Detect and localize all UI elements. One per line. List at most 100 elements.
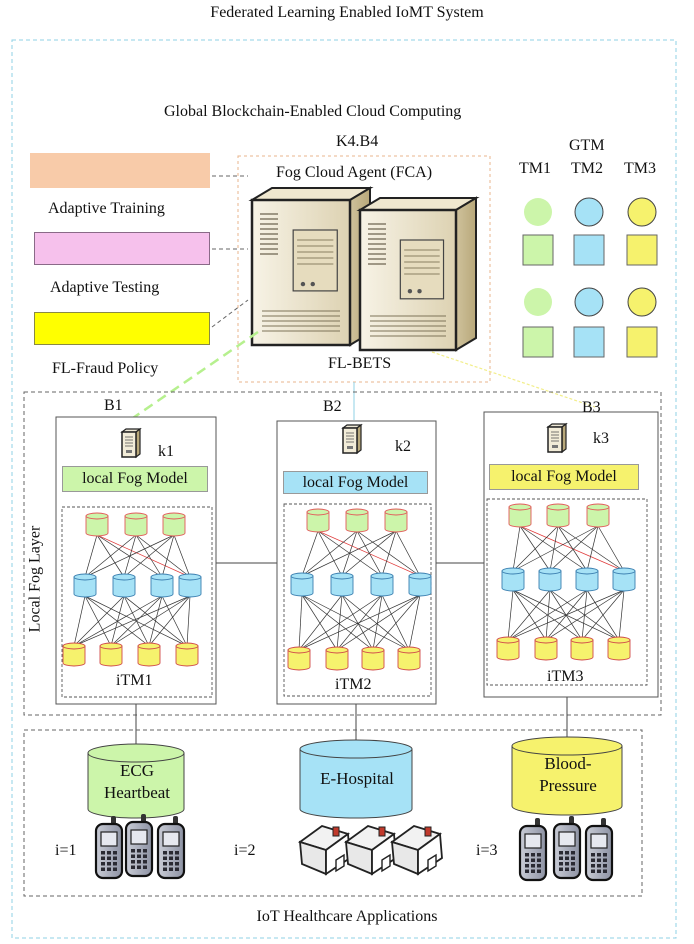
- nn-edge: [512, 525, 521, 572]
- gtm-circle-0-1: [574, 197, 604, 227]
- nn-edge: [301, 594, 338, 651]
- applications-title: IoT Healthcare Applications: [256, 908, 438, 925]
- nn-edge: [148, 595, 163, 647]
- neural-network-frame-2: [283, 503, 432, 697]
- nn-edge: [110, 595, 163, 647]
- local-fog-model-3: local Fog Model: [489, 464, 639, 490]
- nn-edge: [73, 595, 86, 647]
- local-fog-model-2: local Fog Model: [283, 471, 428, 494]
- gtm-circle-0-0: [524, 198, 552, 226]
- nn-edge: [618, 589, 625, 641]
- cloud-link-b3: [431, 351, 596, 408]
- key-label-k1: k1: [158, 443, 174, 460]
- nn-edge: [395, 530, 421, 577]
- key-label-k2: k2: [395, 438, 411, 455]
- nn-input-node: [546, 503, 570, 528]
- nn-edge: [519, 525, 625, 572]
- gtm-square-1-2: [626, 234, 658, 266]
- block-label-b2: B2: [323, 398, 342, 415]
- nn-output-node: [325, 646, 349, 671]
- mobile-phone-icon: [518, 818, 548, 882]
- nn-edge: [356, 530, 421, 577]
- nn-edge: [381, 530, 397, 577]
- nn-edge: [512, 525, 599, 572]
- fog-server-icon: [341, 423, 363, 455]
- app-db-1-line2: Heartbeat: [103, 783, 171, 802]
- app-db-1-line1: ECG: [120, 761, 154, 780]
- nn-edge: [597, 525, 625, 572]
- gtm-circle-2-1: [574, 287, 604, 317]
- nn-edge: [298, 594, 303, 651]
- nn-input-node: [85, 512, 109, 537]
- app-db-2-line1: E-Hospital: [320, 769, 394, 788]
- nn-edge: [317, 530, 383, 577]
- nn-edge: [372, 594, 383, 651]
- nn-edge: [84, 534, 137, 578]
- mobile-phone-icon: [156, 816, 186, 880]
- nn-edge: [161, 595, 188, 647]
- nn-edge: [581, 589, 625, 641]
- nn-hidden-node: [408, 572, 432, 597]
- network-label-itm2: iTM2: [335, 676, 372, 693]
- nn-edge: [372, 594, 421, 651]
- diagram-title: Federated Learning Enabled IoMT System: [210, 4, 484, 21]
- fog-server-icon: [120, 427, 142, 459]
- app-database-3: [511, 736, 623, 816]
- nn-output-node: [62, 642, 86, 667]
- nn-edge: [341, 530, 397, 577]
- app-database-1: [87, 743, 185, 819]
- nn-edge: [84, 534, 98, 578]
- gtm-col-tm1: TM1: [519, 160, 551, 177]
- mobile-phone-icon: [94, 816, 124, 880]
- nn-hidden-node: [370, 572, 394, 597]
- gtm-square-3-0: [522, 326, 554, 358]
- server-tower: [356, 196, 480, 352]
- nn-edge: [336, 594, 343, 651]
- nn-edge: [110, 595, 191, 647]
- nn-edge: [173, 534, 191, 578]
- key-label-k3: k3: [593, 430, 609, 447]
- nn-hidden-node: [575, 567, 599, 592]
- nn-edge: [84, 595, 150, 647]
- nn-hidden-node: [330, 572, 354, 597]
- nn-edge: [512, 589, 547, 641]
- nn-edge: [549, 525, 599, 572]
- app-index-2: i=2: [234, 842, 256, 859]
- nn-hidden-node: [178, 573, 202, 598]
- local-fog-model-1-label: local Fog Model: [82, 470, 188, 487]
- nn-edge: [381, 594, 410, 651]
- policy-connectors: [211, 175, 249, 328]
- nn-hidden-node: [290, 572, 314, 597]
- nn-hidden-node: [150, 573, 174, 598]
- nn-edge: [298, 594, 421, 651]
- nn-output-node: [607, 636, 631, 661]
- nn-edge: [507, 589, 625, 641]
- policy-adaptive-testing-label: Adaptive Testing: [50, 279, 160, 296]
- app-db-3-line2: Pressure: [539, 776, 597, 795]
- nn-edge: [507, 589, 588, 641]
- fca-box: [237, 155, 491, 383]
- nn-edge: [301, 594, 410, 651]
- neural-network-frame-3: [486, 498, 648, 686]
- house-icon: [344, 825, 397, 876]
- server-tower: [248, 186, 374, 347]
- server-id: K4.B4: [336, 133, 379, 150]
- nn-hidden-node: [112, 573, 136, 598]
- nn-edge: [301, 530, 397, 577]
- nn-input-node: [586, 503, 610, 528]
- nn-edge: [84, 595, 188, 647]
- nn-input-node: [384, 508, 408, 533]
- nn-edge: [161, 534, 175, 578]
- nn-edge: [557, 525, 625, 572]
- nn-edge: [519, 525, 551, 572]
- outer-frame: [11, 39, 677, 939]
- gtm-square-1-0: [522, 234, 554, 266]
- nn-edge: [148, 595, 191, 647]
- nn-edge: [519, 525, 588, 572]
- nn-edge: [84, 534, 175, 578]
- nn-hidden-node: [612, 567, 636, 592]
- cloud-title: Global Blockchain-Enabled Cloud Computin…: [164, 103, 462, 120]
- block-label-b3: B3: [582, 399, 601, 416]
- nn-edge: [301, 530, 319, 577]
- nn-input-node: [508, 503, 532, 528]
